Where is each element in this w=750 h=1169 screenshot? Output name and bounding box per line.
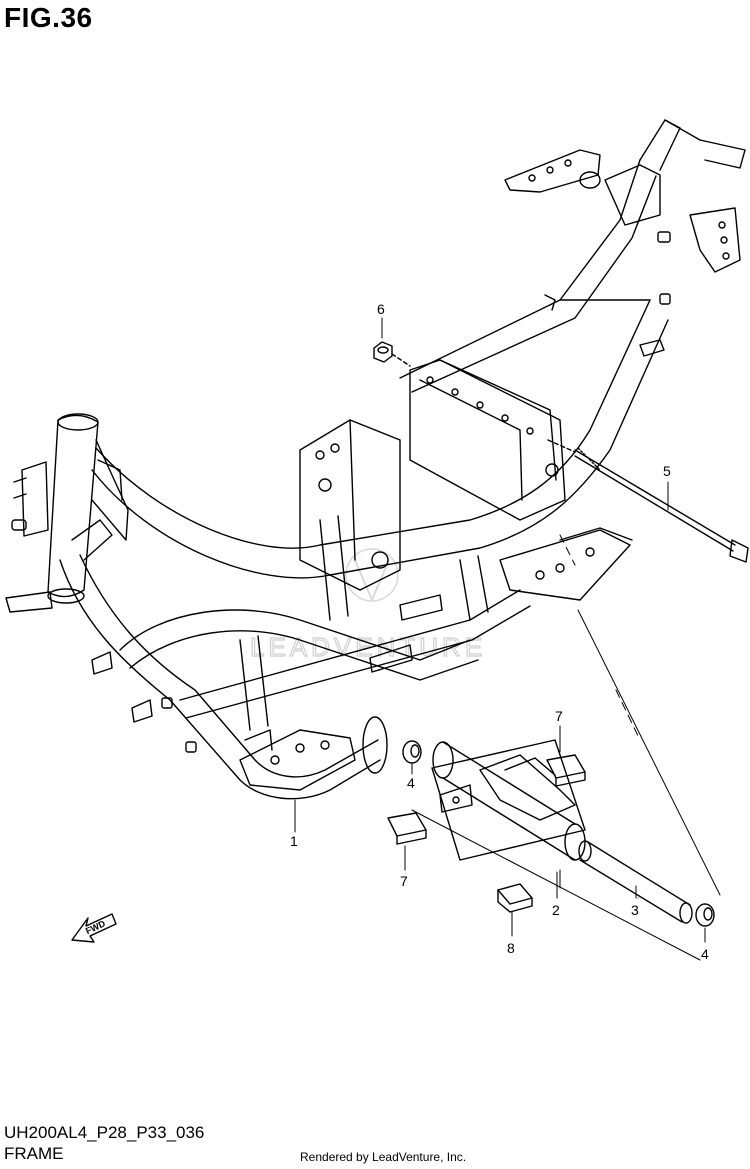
part-7-pad-upper xyxy=(546,754,586,787)
rendered-by-credit: Rendered by LeadVenture, Inc. xyxy=(300,1150,467,1164)
figure-code: UH200AL4_P28_P33_036 xyxy=(4,1123,205,1142)
part-6-nut xyxy=(373,341,411,367)
callout-4-left: 4 xyxy=(407,775,415,791)
part-8-clip xyxy=(497,883,533,913)
callout-6: 6 xyxy=(377,301,385,317)
callout-4-right: 4 xyxy=(701,946,709,962)
watermark: LEADVENTURE xyxy=(249,548,483,663)
fwd-arrow-icon xyxy=(71,913,117,943)
part-4-bushing-left xyxy=(402,740,422,764)
callout-7-lower: 7 xyxy=(400,873,408,889)
part-2-pipe-assembly xyxy=(431,739,586,861)
part-3-pipe xyxy=(578,840,693,924)
part-5-bolt xyxy=(547,439,749,563)
figure-title: FIG.36 xyxy=(4,2,93,33)
callout-8: 8 xyxy=(507,940,515,956)
callout-7-upper: 7 xyxy=(555,708,563,724)
callout-3: 3 xyxy=(631,902,639,918)
callout-1: 1 xyxy=(290,833,298,849)
main-frame xyxy=(5,119,746,800)
leader-lines xyxy=(294,317,721,961)
part-7-pad-lower xyxy=(387,812,427,845)
callout-5: 5 xyxy=(663,463,671,479)
figure-name: FRAME xyxy=(4,1144,64,1163)
callout-2: 2 xyxy=(552,902,560,918)
part-4-bushing-right xyxy=(695,903,715,927)
